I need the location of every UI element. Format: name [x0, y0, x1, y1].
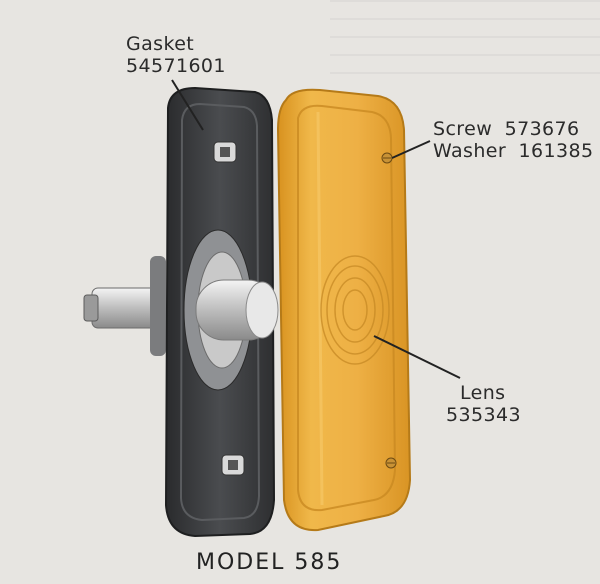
- gasket-part: [164, 86, 279, 538]
- gasket-name: Gasket: [126, 33, 195, 55]
- screw-part-number: 573676: [504, 118, 580, 140]
- lens-leader-line: [373, 335, 461, 379]
- lens-part: [276, 88, 412, 532]
- bulb-holder: [83, 256, 166, 356]
- model-caption: MODEL 585: [196, 550, 343, 575]
- screw-leader-line: [391, 140, 431, 159]
- background-text-texture: [330, 0, 600, 90]
- lens-part-number: 535343: [446, 404, 521, 426]
- leader-lines: [171, 79, 461, 379]
- lens-name: Lens: [460, 382, 506, 404]
- washer-name: Washer: [433, 140, 507, 162]
- screw-washer-label: Screw 573676 Washer 161385: [433, 118, 593, 162]
- washer-part-number: 161385: [518, 140, 594, 162]
- gasket-part-number: 54571601: [126, 55, 226, 77]
- lens-fresnel-rings: [320, 255, 390, 365]
- screw-name: Screw: [433, 118, 493, 140]
- lens-label: Lens 535343: [446, 382, 521, 426]
- gasket-leader-line: [171, 79, 204, 131]
- gasket-label: Gasket 54571601: [126, 33, 226, 77]
